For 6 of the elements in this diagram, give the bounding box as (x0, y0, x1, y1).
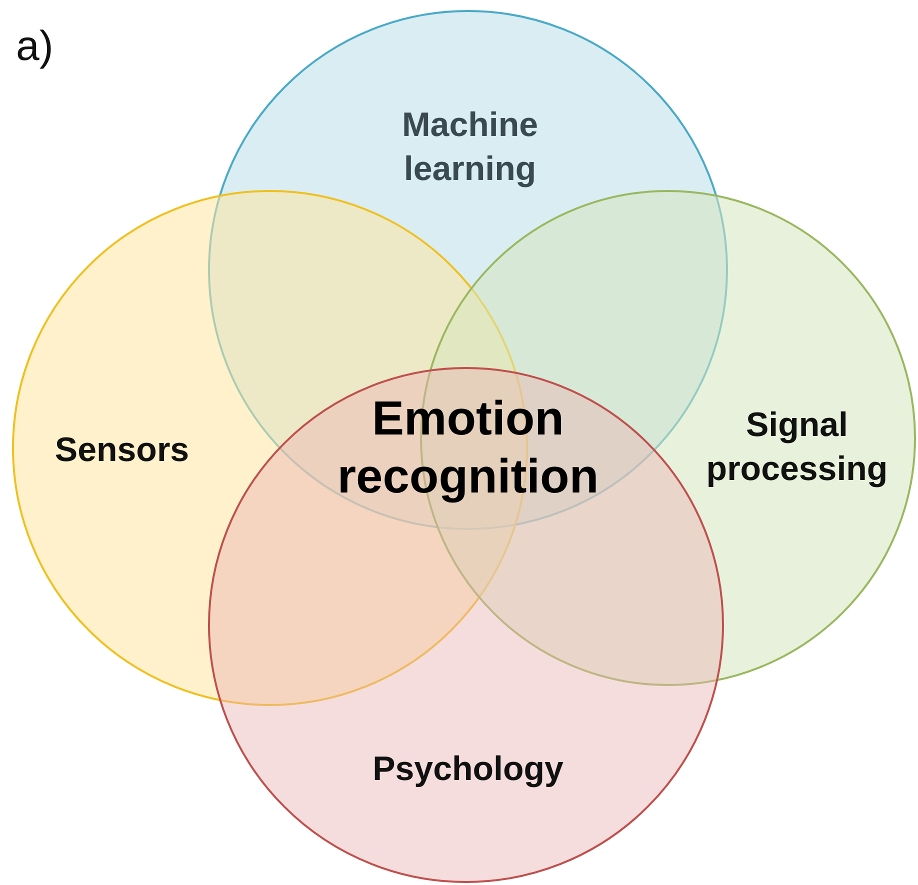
circle-label: Sensors (54, 430, 190, 471)
circle-label: Signal processing (705, 404, 889, 490)
panel-label: a) (16, 21, 54, 71)
circle-label: Psychology (372, 748, 564, 790)
center-label: Emotion recognition (336, 391, 600, 505)
circle-label: Machine learning (400, 104, 540, 190)
